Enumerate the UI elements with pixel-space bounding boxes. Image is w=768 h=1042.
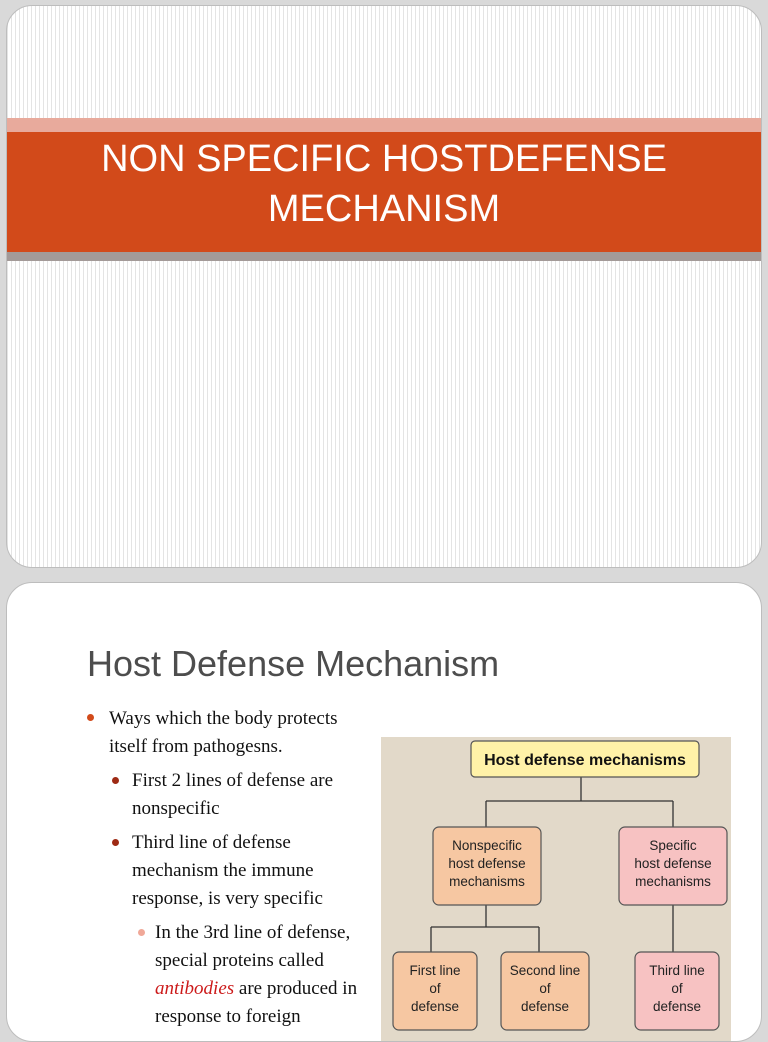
bullet-dot-icon xyxy=(112,777,119,784)
bullet-dot-icon xyxy=(87,714,94,721)
svg-text:Specific: Specific xyxy=(649,838,697,853)
sub-bullet-item: Third line of defense mechanism the immu… xyxy=(85,829,385,913)
host-defense-diagram: Host defense mechanisms Nonspecific host… xyxy=(381,737,731,1041)
bullet-text: itself from pathogesns. xyxy=(109,736,283,757)
sub-bullet-item: First 2 lines of defense are nonspecific xyxy=(85,767,385,823)
diagram-node-root: Host defense mechanisms xyxy=(470,740,700,778)
content-slide-title: Host Defense Mechanism xyxy=(87,643,500,684)
title-slide: NON SPECIFIC HOSTDEFENSE MECHANISM xyxy=(6,5,762,568)
bullet-text: special proteins called xyxy=(155,950,324,971)
sub-sub-bullet-item: In the 3rd line of defense, special prot… xyxy=(85,919,385,1031)
title-band-highlight xyxy=(7,118,761,132)
bullet-text: In the 3rd line of defense, xyxy=(155,922,351,943)
svg-text:mechanisms: mechanisms xyxy=(449,874,525,889)
diagram-node-third-line: Third line of defense xyxy=(634,951,720,1031)
svg-text:mechanisms: mechanisms xyxy=(635,874,711,889)
svg-text:host defense: host defense xyxy=(448,856,525,871)
bullet-dot-icon xyxy=(112,839,119,846)
svg-text:First line: First line xyxy=(409,963,460,978)
svg-text:of: of xyxy=(539,981,551,996)
svg-text:Second line: Second line xyxy=(510,963,581,978)
title-band xyxy=(7,132,761,252)
content-slide: Host Defense Mechanism Ways which the bo… xyxy=(6,582,762,1042)
svg-text:of: of xyxy=(429,981,441,996)
bullet-text: response, is very specific xyxy=(132,888,323,909)
svg-text:of: of xyxy=(671,981,683,996)
svg-text:Nonspecific: Nonspecific xyxy=(452,838,522,853)
diagram-node-first-line: First line of defense xyxy=(392,951,478,1031)
bullet-emphasis: antibodies xyxy=(155,978,235,999)
bullet-text: Ways which the body protects xyxy=(109,708,338,729)
slide-title-line1: NON SPECIFIC HOSTDEFENSE xyxy=(101,138,667,180)
bullet-text: nonspecific xyxy=(132,798,220,819)
bullet-list: Ways which the body protects itself from… xyxy=(85,705,385,1031)
title-band-shadow xyxy=(7,252,761,261)
svg-text:defense: defense xyxy=(411,999,459,1014)
diagram-node-nonspecific: Nonspecific host defense mechanisms xyxy=(432,826,542,906)
bullet-text: response to foreign xyxy=(155,1006,301,1027)
svg-text:defense: defense xyxy=(653,999,701,1014)
svg-text:host defense: host defense xyxy=(634,856,711,871)
slide-title: NON SPECIFIC HOSTDEFENSE MECHANISM xyxy=(7,134,761,234)
slide-title-line2: MECHANISM xyxy=(267,188,501,230)
diagram-node-specific: Specific host defense mechanisms xyxy=(618,826,728,906)
diagram-node-second-line: Second line of defense xyxy=(500,951,590,1031)
svg-text:Host defense mechanisms: Host defense mechanisms xyxy=(484,752,686,769)
svg-text:Third line: Third line xyxy=(649,963,705,978)
bullet-text: are produced in xyxy=(234,978,358,999)
bullet-text: mechanism the immune xyxy=(132,860,314,881)
bullet-dot-icon xyxy=(138,929,145,936)
svg-text:defense: defense xyxy=(521,999,569,1014)
diagram-connectors xyxy=(430,777,674,952)
bullet-item: Ways which the body protects itself from… xyxy=(85,705,385,761)
bullet-text: Third line of defense xyxy=(132,832,291,853)
bullet-text: First 2 lines of defense are xyxy=(132,770,334,791)
